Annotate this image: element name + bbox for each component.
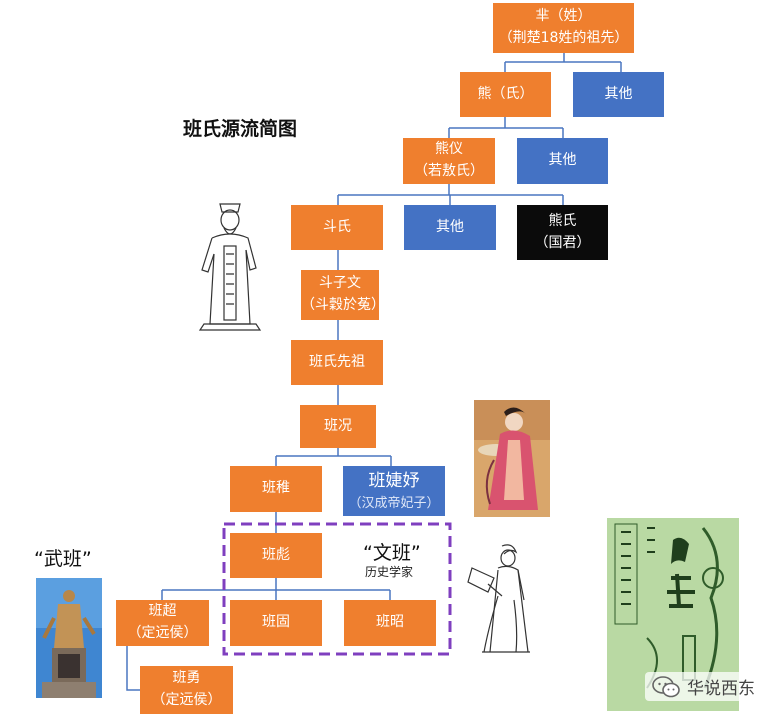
wenban-label: “文班” — [363, 538, 421, 565]
node-bankuang: 班况 — [300, 405, 376, 448]
node-douziwen-name: 斗子文 — [319, 273, 361, 295]
node-banchao: 班超 （定远侯） — [116, 600, 209, 646]
banjieyu-painting-image — [474, 400, 550, 517]
watermark: 华说西东 — [645, 672, 761, 701]
wechat-icon — [651, 675, 681, 699]
node-douziwen: 斗子文 （斗穀於菟） — [301, 270, 379, 320]
node-banchao-name: 班超 — [149, 601, 177, 623]
banzhao-portrait-illustration — [458, 540, 534, 658]
node-other-3: 其他 — [404, 205, 496, 250]
node-banzhao: 班昭 — [344, 600, 436, 646]
node-xiong-name: 熊（氏） — [478, 84, 534, 106]
node-banjieyu: 班婕妤 （汉成帝妃子） — [343, 466, 445, 516]
node-banjieyu-note: （汉成帝妃子） — [348, 494, 439, 514]
node-douziwen-note: （斗穀於菟） — [301, 295, 379, 317]
node-banjieyu-name: 班婕妤 — [369, 468, 420, 494]
node-bankuang-name: 班况 — [324, 416, 352, 438]
diagram-title: 班氏源流简图 — [183, 114, 297, 141]
node-banbiao-name: 班彪 — [262, 545, 290, 567]
node-bangu-name: 班固 — [262, 612, 290, 634]
node-other-2: 其他 — [517, 138, 608, 184]
node-banyong-note: （定远侯） — [152, 690, 222, 712]
node-other-3-name: 其他 — [436, 217, 464, 239]
node-dou-name: 斗氏 — [323, 217, 351, 239]
wenban-sublabel: 历史学家 — [365, 563, 413, 580]
node-banyong: 班勇 （定远侯） — [140, 666, 233, 714]
node-mi: 芈（姓） （荆楚18姓的祖先） — [493, 3, 634, 53]
node-banzhao-name: 班昭 — [376, 612, 404, 634]
node-xiongyi-name: 熊仪 — [435, 139, 463, 161]
node-ban-ancestor-name: 班氏先祖 — [309, 352, 365, 374]
node-mi-name: 芈（姓） — [536, 6, 592, 28]
node-xiong: 熊（氏） — [460, 72, 551, 117]
node-banchao-note: （定远侯） — [128, 623, 198, 645]
banchao-statue-photo — [36, 578, 102, 698]
node-xiongyi: 熊仪 （若敖氏） — [403, 138, 495, 184]
wuban-label: “武班” — [34, 544, 92, 571]
node-bangu: 班固 — [230, 600, 322, 646]
node-ban-ancestor: 班氏先祖 — [291, 340, 383, 385]
node-mi-note: （荆楚18姓的祖先） — [499, 28, 629, 50]
node-banzhi-name: 班稚 — [262, 478, 290, 500]
douziwen-portrait-illustration — [190, 198, 270, 336]
node-other-1: 其他 — [573, 72, 664, 117]
node-other-2-name: 其他 — [549, 150, 577, 172]
node-xiongshi-name: 熊氏 — [549, 211, 577, 233]
node-xiongshi: 熊氏 （国君） — [517, 205, 608, 260]
node-other-1-name: 其他 — [605, 84, 633, 106]
node-xiongshi-note: （国君） — [535, 233, 591, 255]
node-xiongyi-note: （若敖氏） — [414, 161, 484, 183]
node-banbiao: 班彪 — [230, 533, 322, 578]
node-banzhi: 班稚 — [230, 466, 322, 512]
watermark-text: 华说西东 — [687, 674, 755, 699]
node-banyong-name: 班勇 — [173, 668, 201, 690]
node-dou: 斗氏 — [291, 205, 383, 250]
